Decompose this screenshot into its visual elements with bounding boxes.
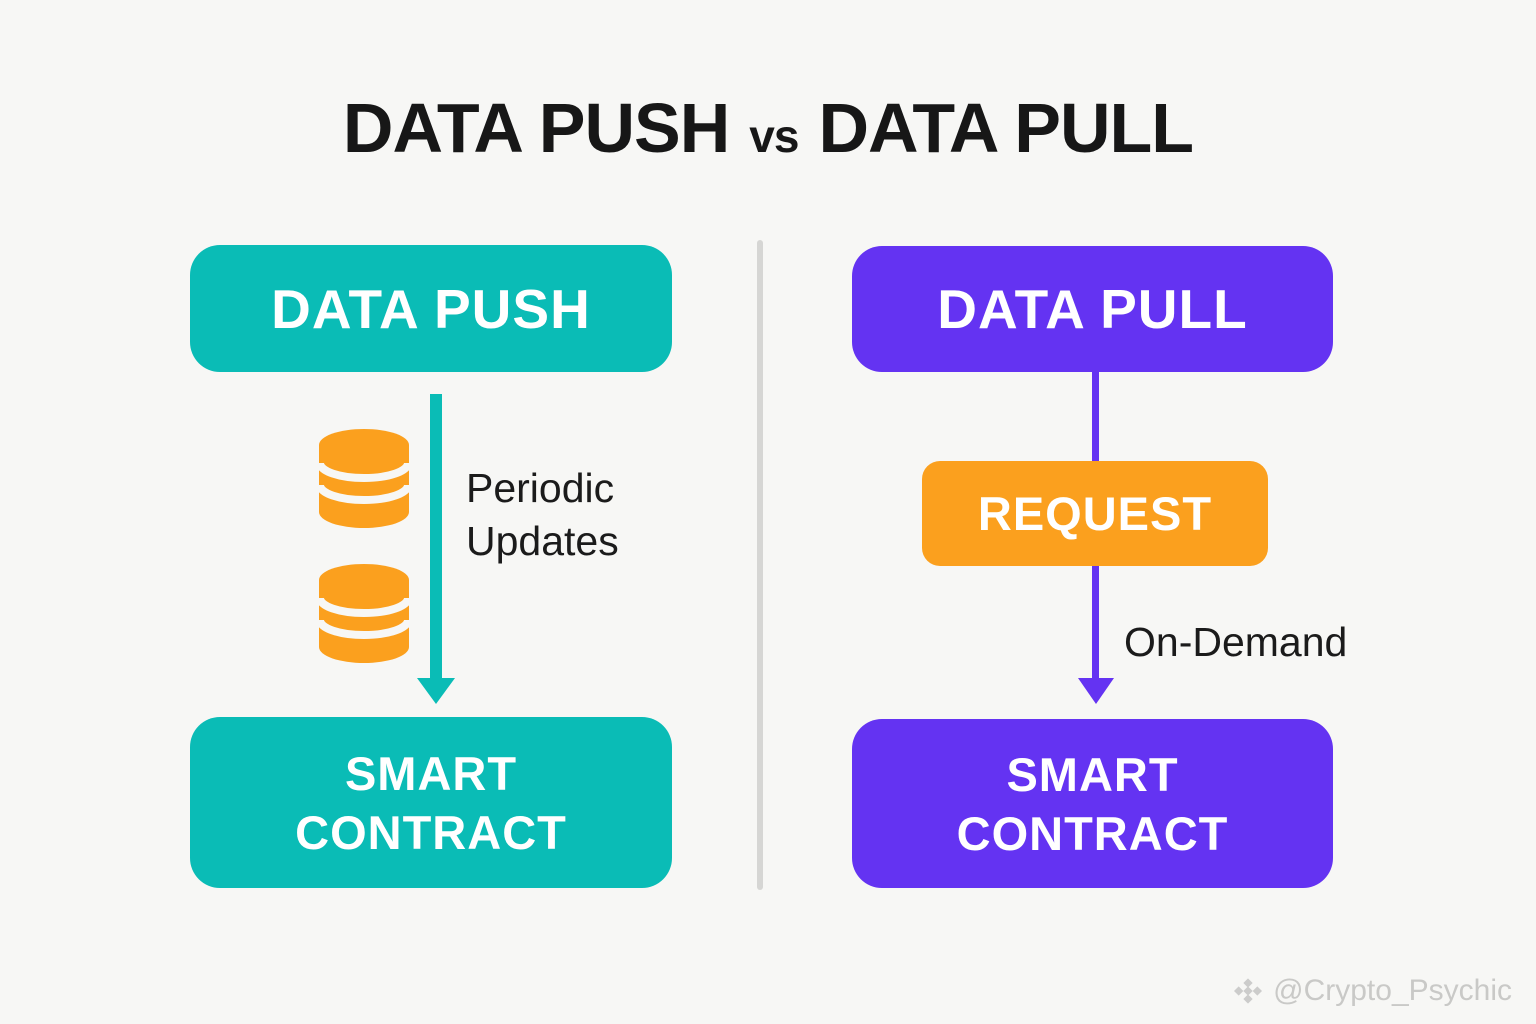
data-push-box: DATA PUSH (190, 245, 672, 372)
smart-contract-right-line1: SMART (1006, 747, 1179, 801)
title-data-pull: DATA PULL (818, 89, 1194, 167)
pull-connector-line (1092, 372, 1099, 461)
pull-arrow-shaft (1092, 566, 1099, 678)
pull-arrow-head (1078, 678, 1114, 704)
data-pull-box-label: DATA PULL (937, 278, 1248, 340)
periodic-updates-label: Periodic Updates (466, 462, 619, 568)
binance-diamond-icon (1234, 978, 1263, 1004)
push-arrow-shaft (430, 394, 442, 679)
on-demand-label: On-Demand (1124, 619, 1348, 665)
request-box-label: REQUEST (977, 487, 1213, 540)
request-box: REQUEST (922, 461, 1268, 566)
smart-contract-box-left: SMART CONTRACT (190, 717, 672, 888)
watermark: @Crypto_Psychic (1232, 974, 1512, 1008)
periodic-updates-line1: Periodic (466, 465, 615, 511)
column-divider (757, 240, 763, 890)
data-push-box-label: DATA PUSH (271, 277, 591, 340)
smart-contract-left-line1: SMART (344, 746, 518, 800)
title-vs: vs (749, 110, 799, 162)
database-icon (317, 429, 411, 528)
periodic-updates-line2: Updates (466, 518, 619, 564)
title-data-push: DATA PUSH (342, 89, 730, 167)
smart-contract-right-line2: CONTRACT (956, 806, 1229, 860)
watermark-handle: @Crypto_Psychic (1273, 974, 1512, 1007)
data-pull-box: DATA PULL (852, 246, 1333, 372)
smart-contract-box-right: SMART CONTRACT (852, 719, 1333, 888)
push-arrow-head (417, 678, 455, 704)
page-title: DATA PUSH vs DATA PULL (0, 88, 1536, 176)
database-icon (317, 564, 411, 663)
smart-contract-left-line2: CONTRACT (295, 805, 567, 859)
